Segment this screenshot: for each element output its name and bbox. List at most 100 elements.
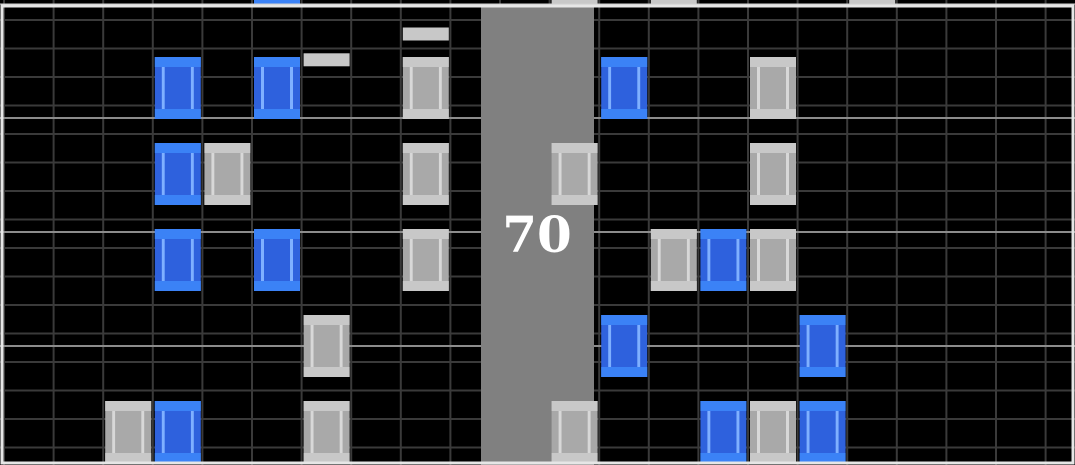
blue-note[interactable] [254,229,300,291]
note-core [412,67,439,109]
blue-note-partial[interactable] [254,0,300,6]
blue-note[interactable] [154,401,201,463]
note-stripe-right [587,411,591,453]
gray-note[interactable] [303,401,350,463]
gray-note[interactable] [402,229,449,291]
blue-note[interactable] [799,401,846,463]
note-core [214,153,241,195]
notes-layer[interactable] [105,0,896,463]
note-top-cap [799,401,846,411]
note-core [164,411,191,453]
note-stripe-left [806,325,810,367]
note-stripe-left [707,411,711,453]
note-stripe-left [757,153,760,195]
note-core [313,411,340,453]
note-top-cap [254,57,300,67]
blue-note[interactable] [700,401,747,463]
gray-note[interactable] [551,401,598,463]
gray-note-partial[interactable] [551,0,598,6]
note-stripe-right [438,239,442,281]
note-stripe-right [786,411,789,453]
note-bottom-cap [799,367,846,377]
note-core [264,239,290,281]
gray-note[interactable] [402,143,449,205]
note-core [412,239,439,281]
blue-note[interactable] [700,229,747,291]
note-bottom-cap [601,367,648,377]
note-stripe-left [310,411,314,453]
note-top-cap [750,401,796,411]
note-top-cap [154,229,201,239]
blue-note[interactable] [601,57,648,119]
short-marker-note[interactable] [303,53,350,67]
note-bottom-cap [254,109,300,119]
note-top-cap [700,401,747,411]
note-core [611,67,638,109]
grid-border [0,4,1075,465]
note-core [561,153,588,195]
note-core [710,239,737,281]
blue-note[interactable] [254,57,300,119]
note-top-cap [750,57,796,67]
note-bottom-cap [154,281,201,291]
gray-note[interactable] [750,57,796,119]
note-stripe-left [161,411,165,453]
blue-note[interactable] [154,229,201,291]
gray-note[interactable] [750,401,796,463]
note-core [115,411,142,453]
note-bottom-cap [700,453,747,463]
gray-note[interactable] [303,315,350,377]
note-stripe-left [608,325,612,367]
note-core [809,325,836,367]
gray-note[interactable] [650,229,697,291]
gray-note-partial[interactable] [849,0,896,6]
note-bottom-cap [551,195,598,205]
note-core [264,67,290,109]
note-top-cap [254,229,300,239]
blue-note[interactable] [601,315,648,377]
note-stripe-left [112,411,116,453]
gray-note[interactable] [551,143,598,205]
note-bottom-cap [601,109,648,119]
short-marker-note[interactable] [402,27,449,41]
note-core [660,239,687,281]
note-stripe-left [409,67,413,109]
note-stripe-right [786,67,789,109]
note-stripe-right [736,411,740,453]
note-top-cap [402,57,449,67]
measure-divider-column [481,6,594,465]
note-bottom-cap [551,453,598,463]
note-stripe-right [786,239,789,281]
measure-number-label: 70 [502,205,572,264]
note-core [760,239,786,281]
blue-note[interactable] [799,315,846,377]
note-top-cap [303,315,350,325]
note-stripe-right [835,325,839,367]
gray-note[interactable] [750,143,796,205]
note-core [412,153,439,195]
note-bottom-cap [204,195,251,205]
gray-note[interactable] [750,229,796,291]
note-top-cap [799,315,846,325]
note-stripe-left [261,239,264,281]
blue-note[interactable] [154,143,201,205]
gray-note[interactable] [402,57,449,119]
note-stripe-right [290,67,293,109]
note-stripe-right [290,239,293,281]
note-bottom-cap [154,109,201,119]
note-stripe-right [240,153,244,195]
gray-note-partial[interactable] [650,0,697,6]
note-core [710,411,737,453]
gray-note[interactable] [204,143,251,205]
grid-frame [0,3,1075,465]
note-stripe-right [736,239,740,281]
gray-note[interactable] [105,401,152,463]
note-stripe-right [141,411,145,453]
note-top-cap [204,143,251,153]
blue-note[interactable] [154,57,201,119]
note-top-cap [303,401,350,411]
note-stripe-right [339,411,343,453]
note-bottom-cap [254,281,300,291]
